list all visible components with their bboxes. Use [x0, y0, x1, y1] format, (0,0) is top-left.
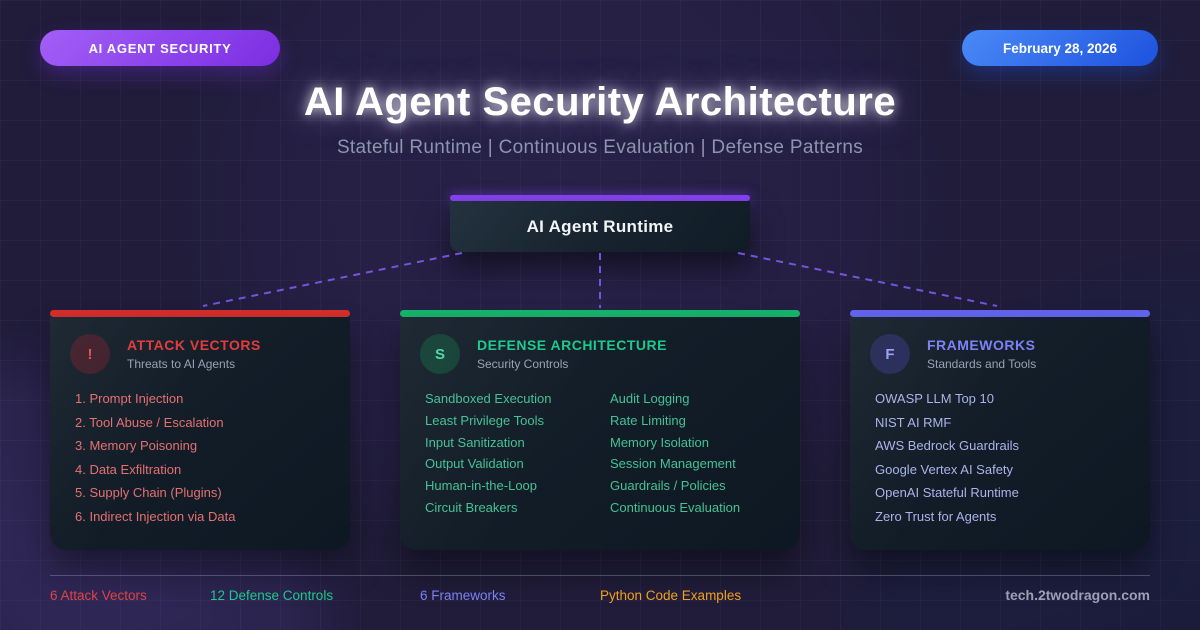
framework-icon: F — [870, 334, 910, 374]
defense-item: Audit Logging — [610, 391, 690, 406]
card-defense-architecture: S DEFENSE ARCHITECTURE Security Controls… — [400, 310, 800, 550]
footer-stat-attack: 6 Attack Vectors — [50, 588, 147, 603]
framework-item: Google Vertex AI Safety — [875, 461, 1014, 477]
defense-item: Session Management — [610, 456, 736, 472]
footer-stat-frameworks: 6 Frameworks — [420, 588, 506, 603]
defense-item: Least Privilege Tools — [425, 412, 544, 428]
attack-item: 4. Data Exfiltration — [75, 461, 182, 477]
defense-card-body: S DEFENSE ARCHITECTURE Security Controls… — [400, 317, 800, 550]
attack-item-list: 1. Prompt Injection 2. Tool Abuse / Esca… — [75, 391, 330, 524]
attack-item: 3. Memory Poisoning — [75, 438, 198, 454]
frameworks-card-title: FRAMEWORKS — [927, 337, 1036, 353]
topic-badge-label: AI AGENT SECURITY — [88, 40, 232, 56]
runtime-label: AI Agent Runtime — [526, 216, 674, 236]
defense-item-grid: Sandboxed Execution Audit Logging Least … — [425, 391, 780, 515]
attack-card-body: ! ATTACK VECTORS Threats to AI Agents 1.… — [50, 317, 350, 550]
footer-stat-defense: 12 Defense Controls — [210, 588, 334, 603]
defense-card-titles: DEFENSE ARCHITECTURE Security Controls — [477, 337, 667, 371]
defense-item: Circuit Breakers — [425, 499, 518, 515]
alert-icon: ! — [70, 334, 110, 374]
frameworks-card-titles: FRAMEWORKS Standards and Tools — [927, 337, 1036, 371]
defense-accent-bar — [400, 310, 800, 317]
framework-item: AWS Bedrock Guardrails — [875, 438, 1020, 454]
runtime-accent-bar — [450, 195, 750, 201]
framework-item: OWASP LLM Top 10 — [875, 391, 994, 406]
defense-item: Output Validation — [425, 456, 524, 472]
connector-right — [737, 252, 998, 307]
date-badge: February 28, 2026 — [962, 30, 1158, 66]
framework-item: NIST AI RMF — [875, 414, 952, 430]
defense-item: Continuous Evaluation — [610, 499, 741, 515]
defense-item: Human-in-the-Loop — [425, 478, 538, 494]
defense-item: Rate Limiting — [610, 412, 686, 428]
framework-item: Zero Trust for Agents — [875, 508, 997, 524]
attack-item: 5. Supply Chain (Plugins) — [75, 485, 222, 501]
defense-item: Memory Isolation — [610, 434, 709, 450]
card-attack-vectors: ! ATTACK VECTORS Threats to AI Agents 1.… — [50, 310, 350, 550]
date-badge-label: February 28, 2026 — [1002, 40, 1118, 56]
defense-card-title: DEFENSE ARCHITECTURE — [477, 337, 667, 353]
page-title: AI Agent Security Architecture — [303, 80, 897, 124]
defense-card-subtitle: Security Controls — [477, 357, 569, 371]
frameworks-accent-bar — [850, 310, 1150, 317]
runtime-node-body: AI Agent Runtime — [450, 201, 750, 252]
attack-card-subtitle: Threats to AI Agents — [127, 357, 236, 371]
attack-card-title: ATTACK VECTORS — [127, 337, 261, 353]
attack-item: 2. Tool Abuse / Escalation — [75, 414, 224, 430]
footer-site-url: tech.2twodragon.com — [1005, 587, 1150, 603]
attack-item: 6. Indirect Injection via Data — [75, 508, 236, 524]
defense-card-header: S DEFENSE ARCHITECTURE Security Controls — [420, 334, 780, 374]
footer-divider — [50, 575, 1150, 576]
card-frameworks: F FRAMEWORKS Standards and Tools OWASP L… — [850, 310, 1150, 550]
attack-accent-bar — [50, 310, 350, 317]
page-subtitle: Stateful Runtime | Continuous Evaluation… — [336, 137, 864, 158]
defense-item: Guardrails / Policies — [610, 478, 726, 494]
attack-item: 1. Prompt Injection — [75, 391, 184, 406]
frameworks-item-list: OWASP LLM Top 10 NIST AI RMF AWS Bedrock… — [875, 391, 1130, 524]
framework-item: OpenAI Stateful Runtime — [875, 485, 1019, 501]
frameworks-card-body: F FRAMEWORKS Standards and Tools OWASP L… — [850, 317, 1150, 550]
defense-item: Input Sanitization — [425, 434, 525, 450]
frameworks-card-subtitle: Standards and Tools — [927, 357, 1037, 371]
connector-left — [202, 252, 463, 307]
runtime-node: AI Agent Runtime — [450, 195, 750, 252]
attack-card-titles: ATTACK VECTORS Threats to AI Agents — [127, 337, 261, 371]
frameworks-card-header: F FRAMEWORKS Standards and Tools — [870, 334, 1130, 374]
attack-card-header: ! ATTACK VECTORS Threats to AI Agents — [70, 334, 330, 374]
shield-icon: S — [420, 334, 460, 374]
footer-stat-python: Python Code Examples — [600, 588, 742, 603]
defense-item: Sandboxed Execution — [425, 391, 552, 406]
topic-badge: AI AGENT SECURITY — [40, 30, 280, 66]
